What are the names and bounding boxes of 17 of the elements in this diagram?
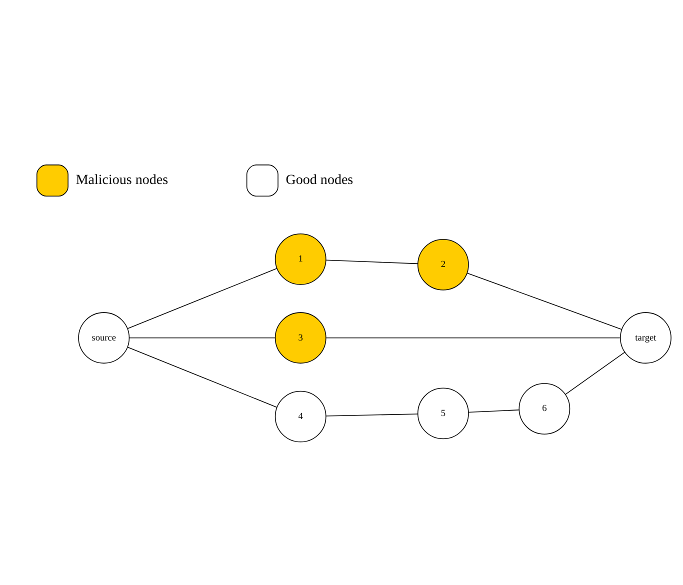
node-circle: 4: [274, 390, 326, 442]
legend-label: Malicious nodes: [76, 172, 168, 188]
node-circle: 3: [274, 312, 326, 364]
connector: [565, 352, 626, 395]
connector: [326, 260, 418, 264]
connector: [468, 410, 520, 413]
node-circle: 2: [417, 238, 469, 290]
connector: [127, 346, 278, 408]
node-circle: 5: [417, 388, 469, 440]
legend-label: Good nodes: [286, 172, 354, 188]
connector: [466, 272, 622, 330]
connector: [127, 268, 278, 329]
connector: [326, 414, 418, 416]
node-circle: source: [78, 312, 130, 364]
node-circle: target: [620, 312, 672, 364]
node-circle: 1: [274, 233, 326, 285]
node-circle: 6: [518, 383, 570, 434]
